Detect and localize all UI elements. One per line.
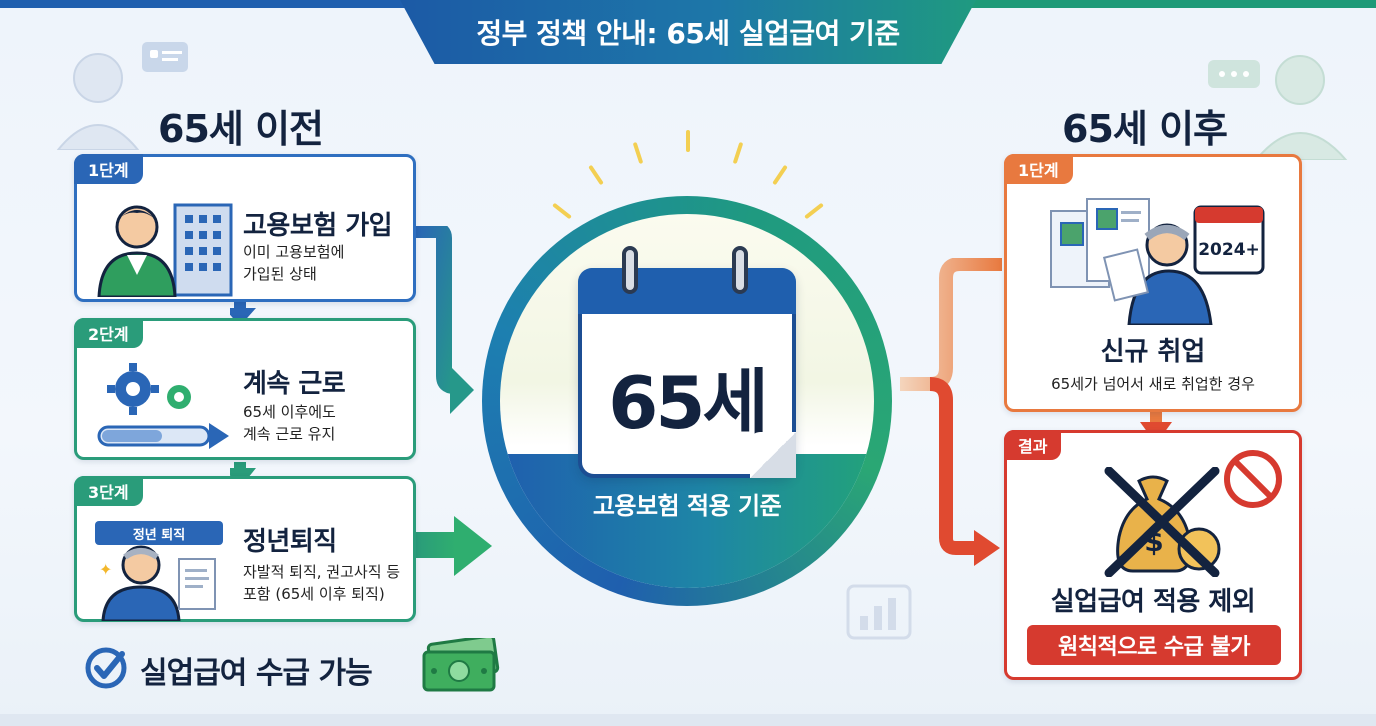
step-card-insurance: 1단계 고용보험 가입 이미 고용보험에 가입된 상태 [74, 154, 416, 302]
bottom-bar [0, 714, 1376, 726]
step-tab: 1단계 [74, 154, 143, 184]
not-eligible-badge: 원칙적으로 수급 불가 [1027, 625, 1281, 665]
left-connectors [230, 226, 492, 576]
result-tab: 결과 [1004, 430, 1062, 460]
resume-calendar-icon: 2024+ [1050, 198, 1265, 325]
result-title: 실업급여 적용 제외 [1050, 587, 1256, 617]
step-desc-line2: 가입된 상태 [243, 265, 317, 283]
gears-progress-icon [97, 363, 229, 449]
money-bag-crossed-icon: $ [1104, 467, 1221, 577]
age-calendar-icon: 65세 [578, 246, 796, 478]
center-caption: 고용보험 적용 기준 [592, 492, 782, 520]
page-title-banner: 정부 정책 안내: 65세 실업급여 기준 [400, 0, 976, 64]
step-desc-line2: 계속 근로 유지 [243, 425, 336, 443]
after-65-heading: 65세 이후 [1062, 107, 1228, 151]
step-card-retirement: 3단계 정년 퇴직 ✦ 정년퇴직 자발적 퇴직, 권고사직 등 포함 (65세 … [74, 476, 416, 622]
elderly-man-avatar-icon [1254, 55, 1348, 160]
step-title: 계속 근로 [243, 369, 346, 399]
chat-dots-icon [1208, 60, 1260, 88]
calendar-header [578, 268, 796, 314]
right-connectors [900, 258, 1002, 566]
retirement-sash: 정년 퇴직 [95, 521, 223, 545]
center-age-label: 65세 [608, 361, 768, 445]
step-card-continued-work: 2단계 계속 근로 65세 이후에도 계속 근로 유지 [74, 318, 416, 460]
step-desc-line1: 65세 이후에도 [243, 403, 336, 421]
step-tab: 3단계 [74, 476, 143, 506]
after-step-new-job: 1단계 2024+ 신규 취업 65세가 넘어서 새로 취업한 경우 [1004, 154, 1302, 412]
prohibited-icon [1224, 450, 1282, 508]
worker-building-icon [97, 203, 233, 297]
cash-money-icon [422, 638, 500, 692]
calendar-ring-right [732, 246, 748, 294]
step-tab: 1단계 [1004, 154, 1073, 184]
step-desc: 65세가 넘어서 새로 취업한 경우 [1051, 375, 1255, 393]
step-tab: 2단계 [74, 318, 143, 348]
step-title: 고용보험 가입 [243, 211, 393, 241]
page-title: 정부 정책 안내: 65세 실업급여 기준 [476, 17, 900, 50]
step-desc-line1: 자발적 퇴직, 권고사직 등 [243, 563, 401, 581]
eligible-result-label: 실업급여 수급 가능 [140, 656, 373, 691]
step-title: 정년퇴직 [243, 527, 337, 557]
top-accent-line-left [0, 0, 688, 8]
calendar-page-fold [750, 432, 796, 478]
woman-avatar-icon [56, 53, 140, 150]
center-circle: 고용보험 적용 기준 [500, 214, 874, 588]
bar-chart-icon [846, 584, 912, 640]
top-accent-line-right [688, 0, 1376, 8]
after-result-card: 결과 $ 실업급여 적용 제외 원칙적으로 수급 불가 [1004, 430, 1302, 680]
svg-text:✦: ✦ [99, 560, 112, 579]
step-desc-line1: 이미 고용보험에 [243, 243, 345, 261]
calendar-ring-left [622, 246, 638, 294]
retiree-document-icon: ✦ [99, 545, 216, 621]
before-65-heading: 65세 이전 [158, 107, 324, 151]
calendar-year-label: 2024+ [1198, 240, 1260, 260]
step-title: 신규 취업 [1100, 337, 1206, 367]
check-circle-icon [85, 647, 127, 689]
chat-bubble-icon [142, 42, 188, 72]
step-desc-line2: 포함 (65세 이후 퇴직) [243, 585, 385, 603]
